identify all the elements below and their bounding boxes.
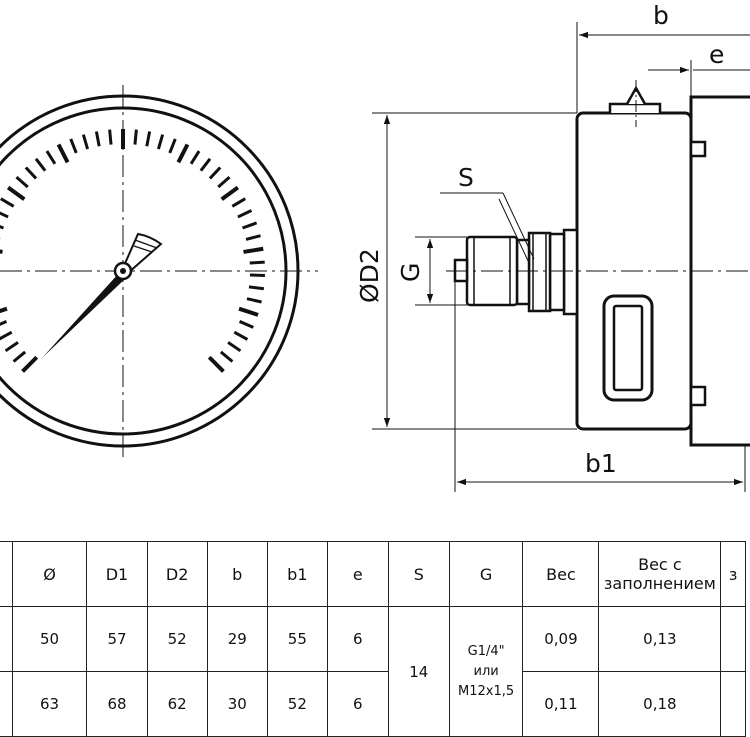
dial-tick: [110, 130, 111, 145]
dial-tick: [238, 211, 252, 217]
dial-tick: [246, 236, 261, 240]
dial-tick: [0, 309, 7, 315]
dial-tick: [26, 167, 36, 178]
gauge-pointer: [42, 234, 161, 358]
dial-tick: [250, 262, 265, 263]
dial-tick: [0, 332, 12, 339]
dial-tick: [222, 188, 238, 200]
dial-tick: [247, 299, 262, 302]
table-header-cell: D2: [147, 542, 207, 607]
dial-tick: [191, 151, 199, 164]
dial-tick: [240, 321, 254, 327]
dim-label-d2: ØD2: [355, 248, 384, 303]
dial-tick: [234, 332, 247, 339]
dial-tick: [158, 135, 162, 149]
dial-tick: [218, 177, 229, 187]
dial-tick: [242, 223, 256, 228]
dial-tick: [249, 287, 264, 289]
table-cell: 6: [327, 672, 388, 737]
dial-tick: [147, 132, 150, 147]
technical-drawing: b e S G ØD2 b1: [0, 0, 750, 536]
table-cell: 6: [327, 607, 388, 672]
dial-tick: [1, 199, 14, 207]
dial-tick: [243, 249, 263, 252]
dial-tick: [36, 159, 45, 171]
dial-tick: [239, 309, 258, 315]
table-header-cell: S: [388, 542, 449, 607]
dial-tick: [8, 188, 24, 200]
dial-tick: [96, 132, 99, 147]
dial-tick: [170, 139, 176, 153]
table-cell: 68: [87, 672, 147, 737]
table-cell: 0,11: [523, 672, 599, 737]
dial-tick: [135, 130, 136, 145]
table-cell: 50: [12, 607, 87, 672]
table-header-cell: Ø: [12, 542, 87, 607]
table-header-cell: Вес: [523, 542, 599, 607]
dial-tick: [71, 139, 77, 153]
table-cell: 0,09: [523, 607, 599, 672]
dial-tick: [14, 352, 26, 362]
table-row: 63 68 62 30 52 6 0,11 0,18: [0, 672, 746, 737]
dial-tick: [209, 357, 223, 371]
gauge-front-view: [0, 85, 318, 462]
dim-label-e: e: [709, 40, 724, 69]
dial-tick: [59, 144, 68, 162]
dial-tick: [23, 357, 37, 371]
table-header-cell: b: [207, 542, 267, 607]
dial-tick: [221, 352, 233, 362]
table-cell: 0,18: [599, 672, 721, 737]
dial-tick: [0, 211, 8, 217]
dial-tick: [0, 321, 6, 327]
table-cell: 55: [267, 607, 327, 672]
dial-tick: [228, 342, 240, 350]
dial-tick: [0, 223, 4, 228]
dial-tick: [6, 342, 18, 350]
dim-label-s: S: [458, 163, 474, 192]
table-header-cell: G: [449, 542, 523, 607]
dial-tick: [16, 177, 27, 187]
table-cell: 63: [12, 672, 87, 737]
dial-tick: [178, 144, 187, 162]
table-cell-s-merged: 14: [388, 607, 449, 737]
table-header-cell: e: [327, 542, 388, 607]
table-cell: 30: [207, 672, 267, 737]
dim-label-b: b: [653, 1, 669, 30]
table-cell: 52: [147, 607, 207, 672]
table-header-cell: b1: [267, 542, 327, 607]
dial-tick: [83, 135, 87, 149]
table-header-cell: з: [721, 542, 746, 607]
dial-tick: [201, 159, 210, 171]
dim-label-g: G: [396, 263, 425, 282]
table-cell: 29: [207, 607, 267, 672]
table-cell: 62: [147, 672, 207, 737]
table-cell: 52: [267, 672, 327, 737]
gauge-side-view: [446, 80, 750, 445]
dial-tick: [0, 249, 3, 252]
process-connection: [455, 230, 577, 314]
dial-tick: [210, 167, 220, 178]
table-cell: 0,13: [599, 607, 721, 672]
dim-label-b1: b1: [585, 449, 617, 478]
table-header-cell: [0, 542, 12, 607]
table-header-cell: D1: [87, 542, 147, 607]
dial-tick: [232, 199, 245, 207]
dial-tick: [47, 151, 55, 164]
table-cell: 57: [87, 607, 147, 672]
